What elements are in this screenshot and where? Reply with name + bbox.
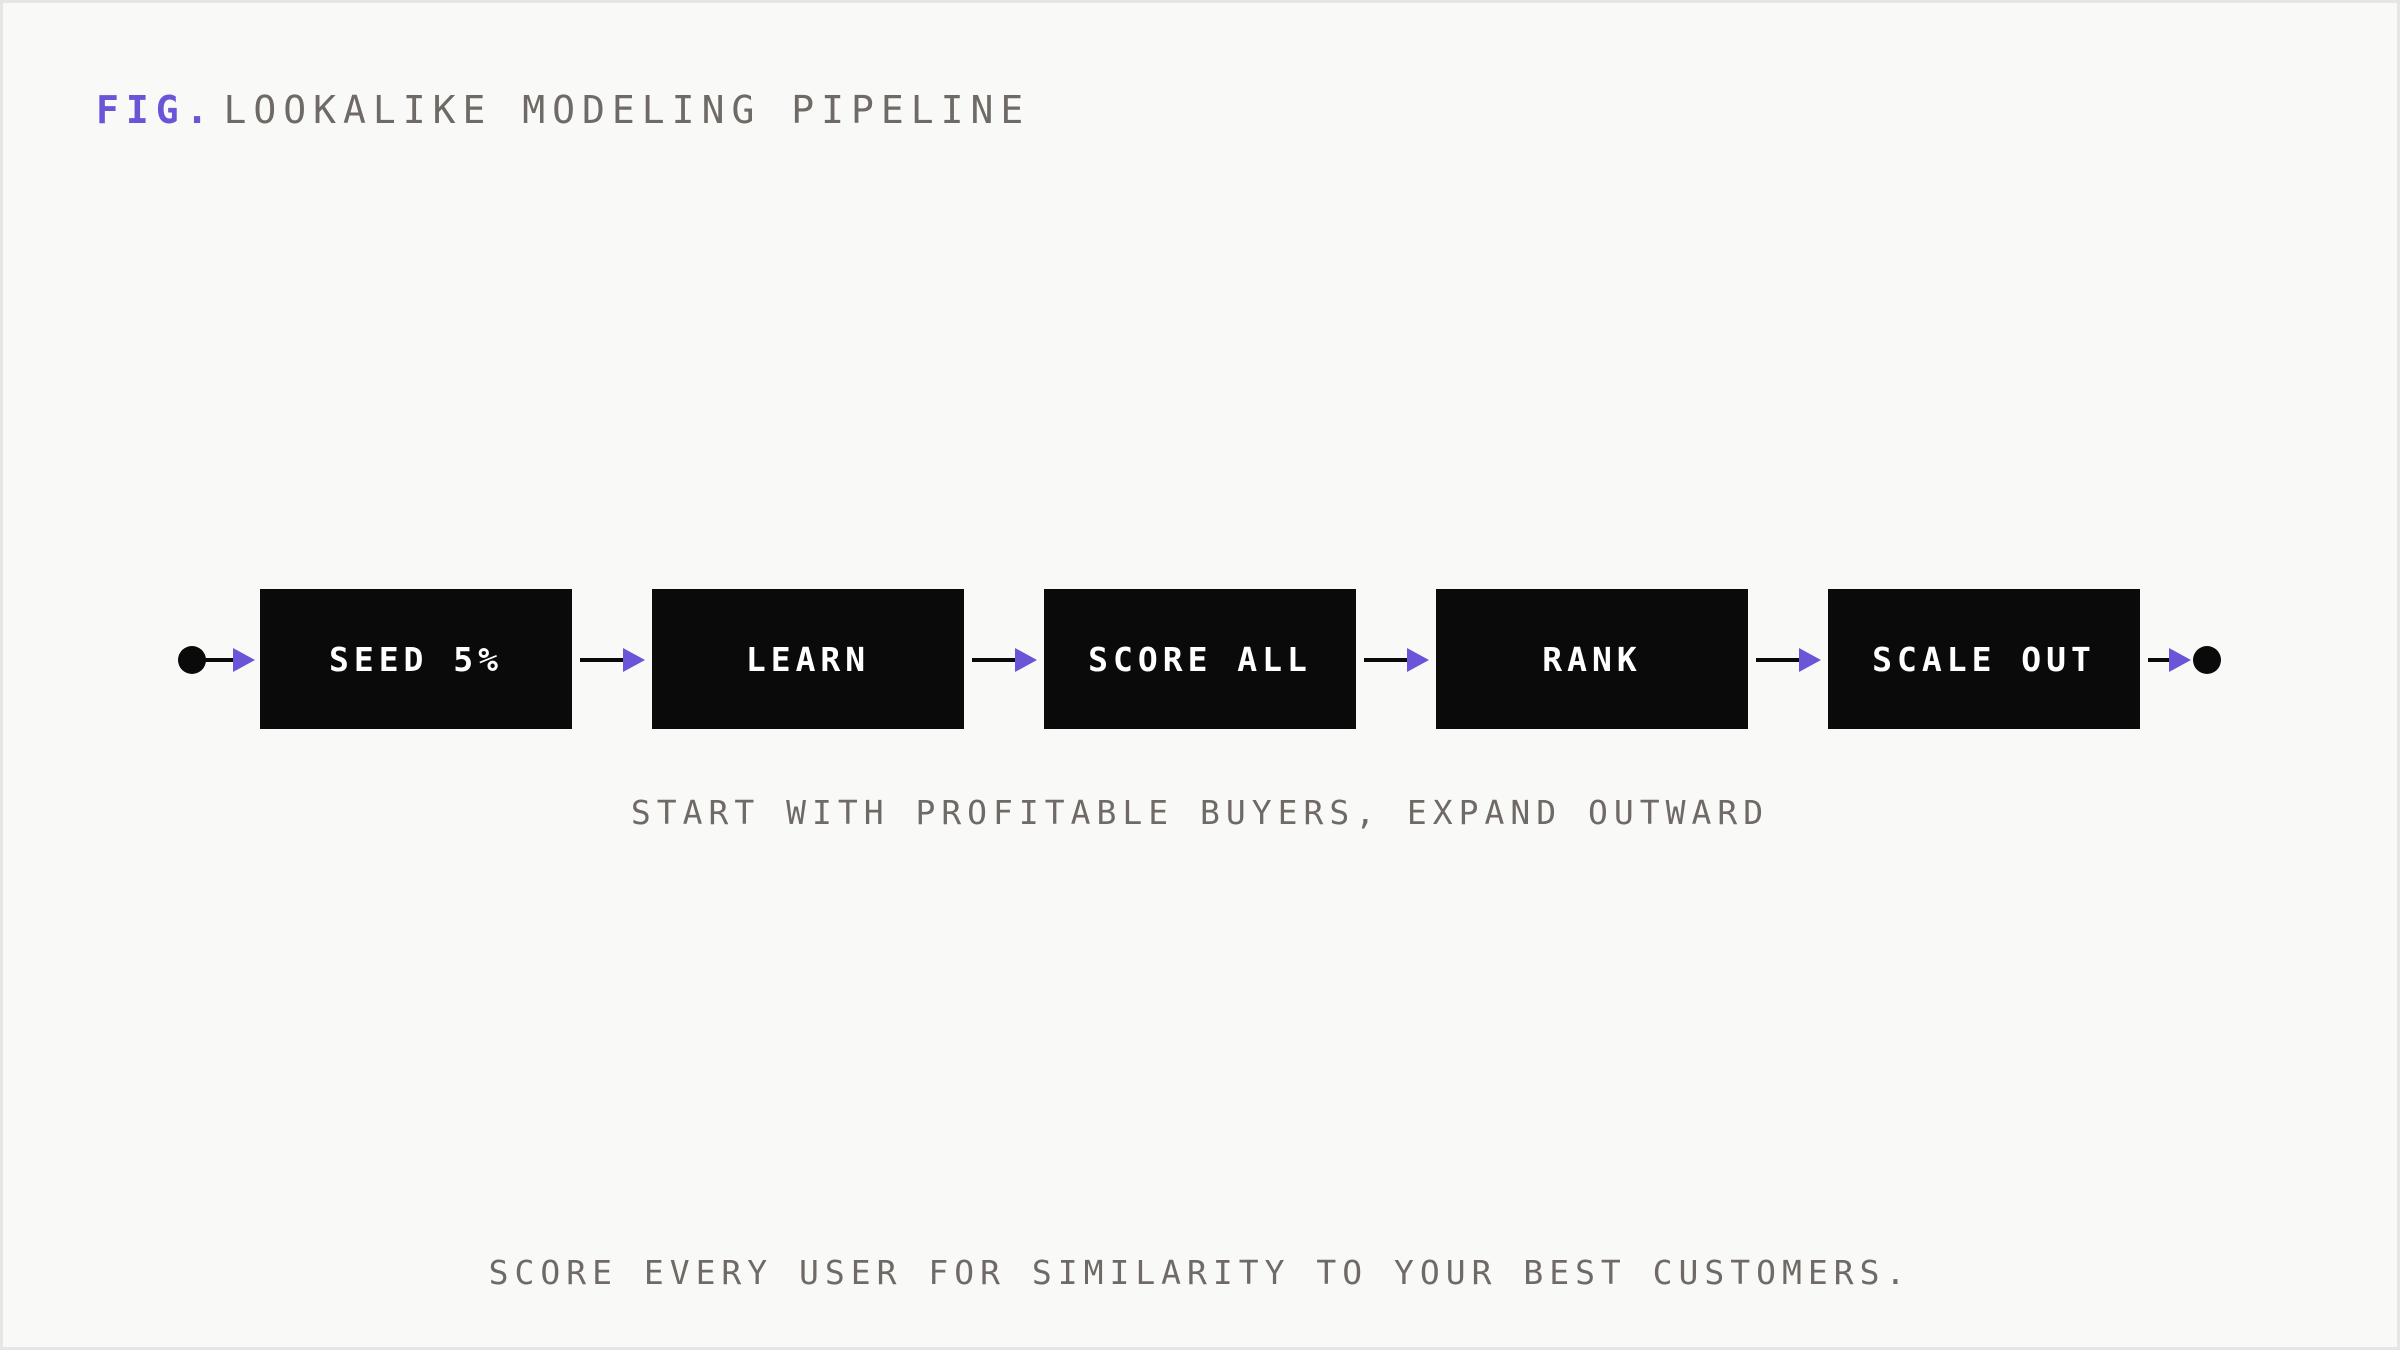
arrow-right-icon bbox=[623, 648, 645, 672]
connector-line bbox=[1756, 658, 1800, 662]
figure-title-text: LOOKALIKE MODELING PIPELINE bbox=[223, 88, 1031, 132]
arrow-right-icon bbox=[1799, 648, 1821, 672]
pipeline-caption: START WITH PROFITABLE BUYERS, EXPAND OUT… bbox=[630, 793, 1770, 832]
pipeline-step-learn: LEARN bbox=[652, 589, 964, 729]
pipeline-flow: SEED 5% LEARN SCORE ALL RANK SCALE OUT bbox=[3, 3, 2397, 1347]
connector-line bbox=[580, 658, 624, 662]
arrow-right-icon bbox=[1407, 648, 1429, 672]
footer-text: SCORE EVERY USER FOR SIMILARITY TO YOUR … bbox=[488, 1253, 1912, 1292]
arrow-right-icon bbox=[2169, 648, 2191, 672]
connector-line bbox=[2148, 658, 2176, 662]
step-label: SCORE ALL bbox=[1088, 639, 1312, 679]
step-label: LEARN bbox=[745, 639, 871, 679]
figure-label: FIG. bbox=[96, 88, 216, 132]
arrow-right-icon bbox=[1015, 648, 1037, 672]
connector-line bbox=[198, 658, 236, 662]
connector-line bbox=[972, 658, 1016, 662]
end-point-icon bbox=[2193, 646, 2221, 674]
step-label: RANK bbox=[1542, 639, 1642, 679]
arrow-right-icon bbox=[233, 648, 255, 672]
step-label: SEED 5% bbox=[328, 639, 504, 679]
pipeline-step-scale-out: SCALE OUT bbox=[1828, 589, 2140, 729]
pipeline-step-rank: RANK bbox=[1436, 589, 1748, 729]
diagram-canvas: FIG.LOOKALIKE MODELING PIPELINE SEED 5% … bbox=[3, 3, 2397, 1347]
figure-title: FIG.LOOKALIKE MODELING PIPELINE bbox=[96, 88, 1030, 132]
connector-line bbox=[1364, 658, 1408, 662]
pipeline-step-score-all: SCORE ALL bbox=[1044, 589, 1356, 729]
step-label: SCALE OUT bbox=[1872, 639, 2096, 679]
pipeline-step-seed: SEED 5% bbox=[260, 589, 572, 729]
